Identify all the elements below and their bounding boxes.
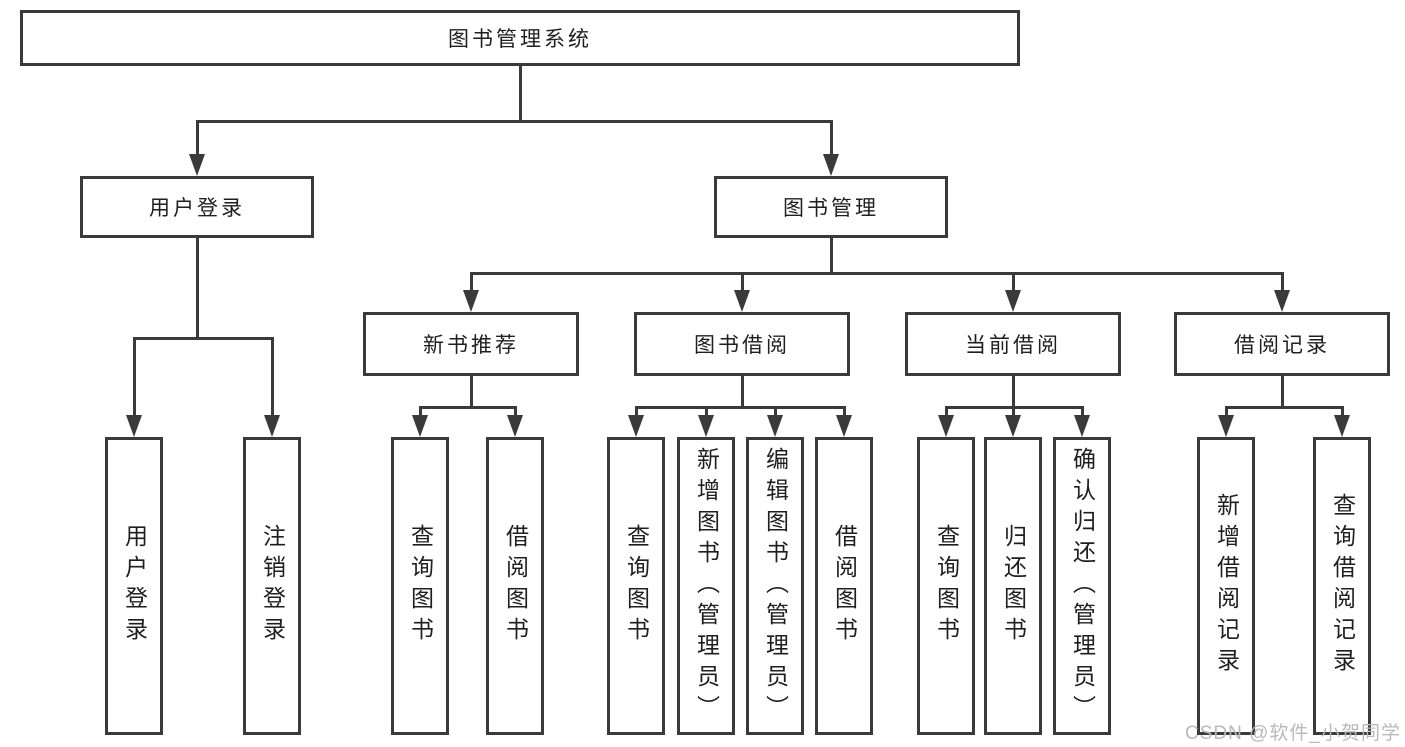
connector-line [196,120,833,123]
arrow-down-icon [1274,290,1290,312]
connector-line [196,120,199,158]
arrow-down-icon [1074,415,1090,437]
connector-line [843,406,846,418]
node-new-book-recommendation: 新书推荐 [363,312,579,376]
leaf-return-books: 归还图书 [984,437,1042,735]
connector-line [419,406,422,418]
arrow-down-icon [938,415,954,437]
arrow-down-icon [1005,415,1021,437]
leaf-add-book-admin: 新增图书（管理员） [677,437,735,735]
connector-line [470,272,1283,275]
arrow-down-icon [1218,415,1234,437]
connector-line [1225,406,1228,418]
connector-line [1012,376,1015,408]
connector-line [635,406,846,409]
leaf-query-books-recommend: 查询图书 [391,437,449,735]
node-root: 图书管理系统 [20,10,1020,66]
csdn-watermark: CSDN @软件_小贺同学 [1185,723,1401,744]
arrow-down-icon [1334,415,1350,437]
connector-line [741,376,744,408]
node-user-login: 用户登录 [80,176,314,238]
connector-line [741,272,744,292]
connector-line [1281,272,1284,292]
connector-line [514,406,517,418]
node-book-management: 图书管理 [714,176,948,238]
connector-line [271,337,274,419]
leaf-logout: 注销登录 [243,437,301,735]
arrow-down-icon [507,415,523,437]
connector-line [830,120,833,158]
connector-line [1281,376,1284,408]
arrow-down-icon [1005,290,1021,312]
arrow-down-icon [734,290,750,312]
connector-line [1341,406,1344,418]
arrow-down-icon [412,415,428,437]
connector-line [1081,406,1084,418]
connector-line [1012,406,1015,418]
arrow-down-icon [698,415,714,437]
connector-line [705,406,708,418]
leaf-user-login: 用户登录 [105,437,163,735]
arrow-down-icon [126,415,142,437]
connector-line [196,238,199,338]
arrow-down-icon [823,154,839,176]
connector-line [519,66,522,120]
leaf-borrow-books: 借阅图书 [815,437,873,735]
leaf-add-borrow-record: 新增借阅记录 [1197,437,1255,735]
arrow-down-icon [463,290,479,312]
node-book-borrowing: 图书借阅 [634,312,850,376]
leaf-query-borrow-record: 查询借阅记录 [1313,437,1371,735]
connector-line [830,238,833,274]
arrow-down-icon [264,415,280,437]
connector-line [774,406,777,418]
arrow-down-icon [628,415,644,437]
arrow-down-icon [767,415,783,437]
leaf-confirm-return-admin: 确认归还（管理员） [1053,437,1111,735]
node-borrowing-records: 借阅记录 [1174,312,1390,376]
connector-line [945,406,948,418]
connector-line [470,376,473,408]
connector-line [1012,272,1015,292]
connector-line [133,337,274,340]
connector-line [1225,406,1344,409]
arrow-down-icon [189,154,205,176]
leaf-borrow-books-recommend: 借阅图书 [486,437,544,735]
leaf-query-books-current: 查询图书 [917,437,975,735]
connector-line [133,337,136,419]
arrow-down-icon [836,415,852,437]
leaf-query-books-borrowing: 查询图书 [607,437,665,735]
connector-line [419,406,517,409]
node-current-borrowing: 当前借阅 [905,312,1121,376]
connector-line [635,406,638,418]
connector-line [470,272,473,292]
leaf-edit-book-admin: 编辑图书（管理员） [746,437,804,735]
